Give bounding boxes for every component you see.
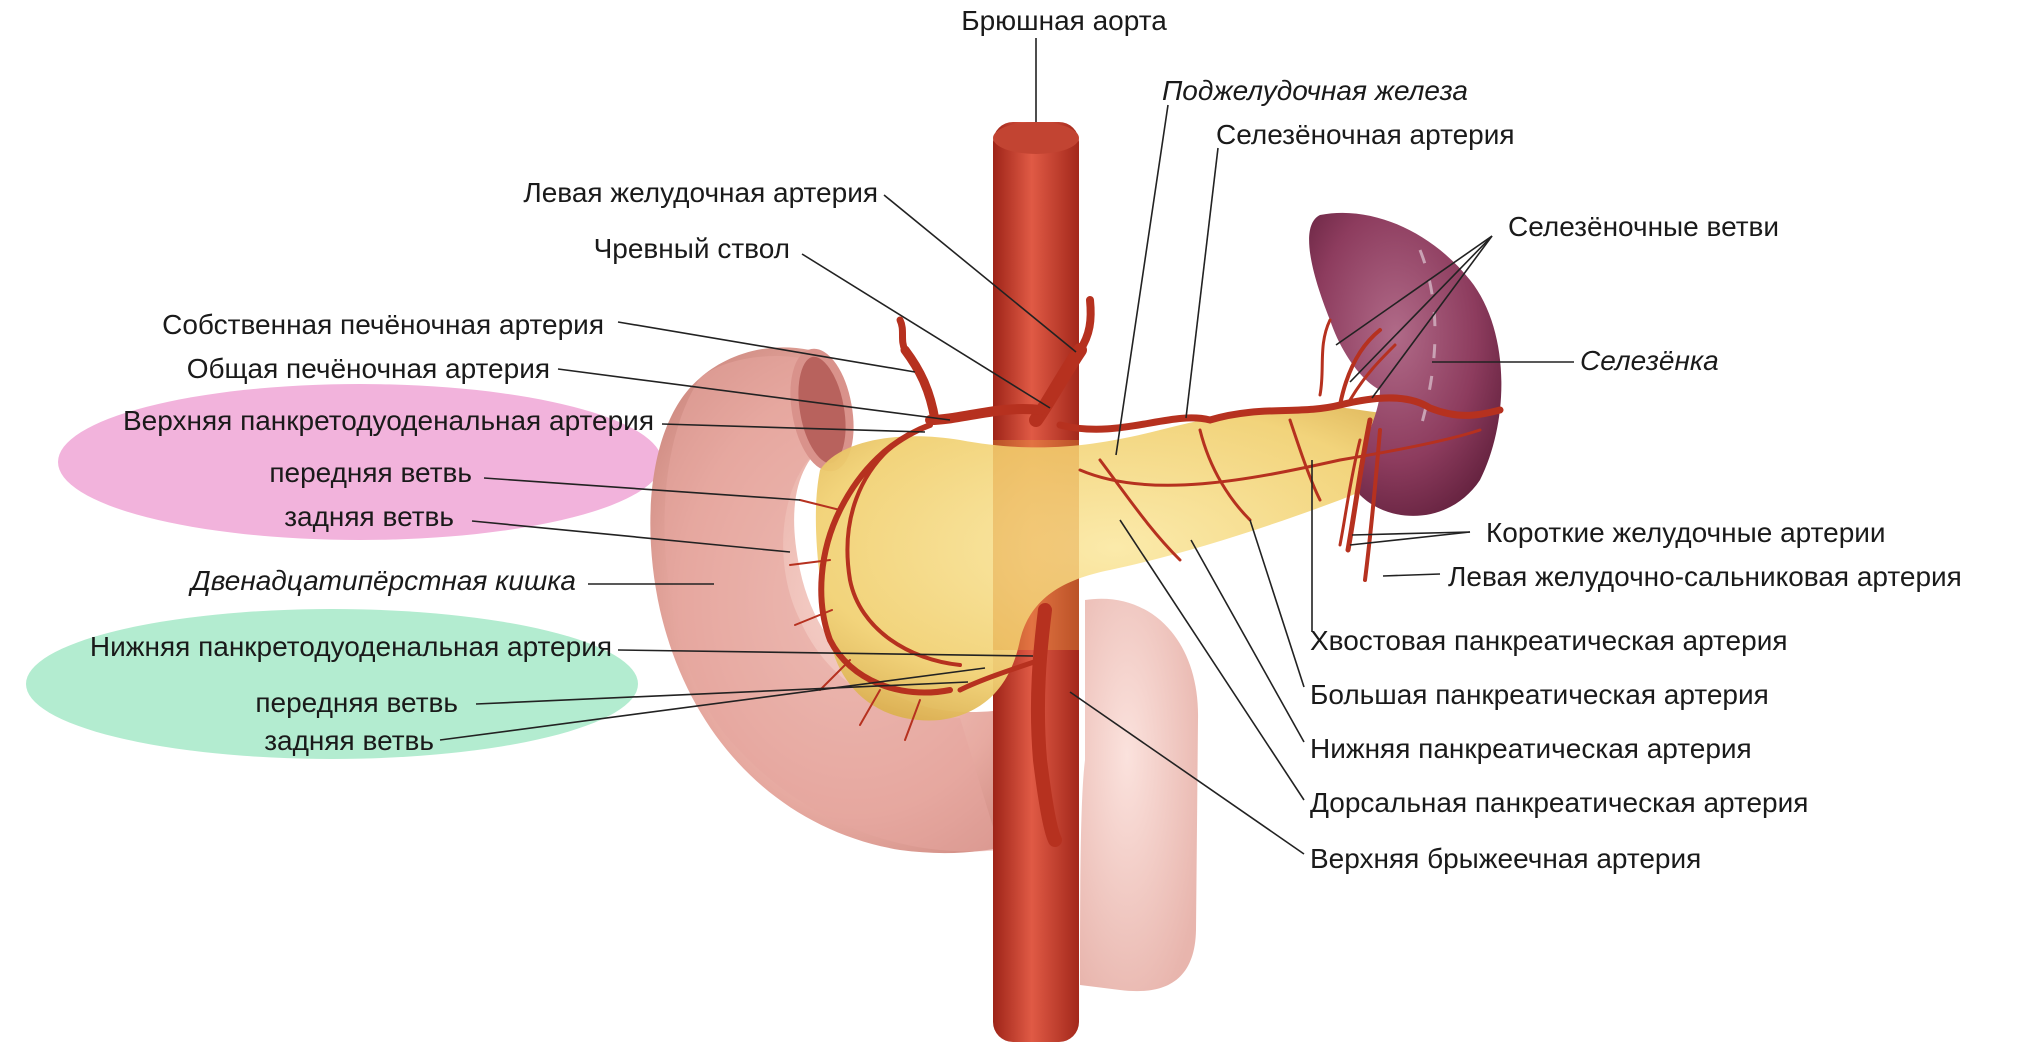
label-dorsal-pancreatic-artery: Дорсальная панкреатическая артерия [1310, 787, 1808, 818]
label-great-pancreatic-artery: Большая панкреатическая артерия [1310, 679, 1769, 710]
labels: Брюшная аорта Поджелудочная железа Селез… [90, 5, 1962, 874]
label-superior-pd-artery: Верхняя панкретодуоденальная артерия [123, 405, 654, 436]
label-inferior-pancreatic-artery: Нижняя панкреатическая артерия [1310, 733, 1752, 764]
label-sup-posterior-branch: задняя ветвь [284, 501, 454, 532]
label-inferior-pd-artery: Нижняя панкретодуоденальная артерия [90, 631, 612, 662]
pancreas-shape [815, 406, 1483, 721]
jejunum-loop [1080, 598, 1199, 992]
label-spleen: Селезёнка [1580, 345, 1719, 376]
label-superior-mesenteric-artery: Верхняя брыжеечная артерия [1310, 843, 1701, 874]
label-left-gastric-artery: Левая желудочная артерия [523, 177, 878, 208]
label-proper-hepatic-artery: Собственная печёночная артерия [162, 309, 604, 340]
label-splenic-artery: Селезёночная артерия [1216, 119, 1515, 150]
label-abdominal-aorta: Брюшная аорта [961, 5, 1167, 36]
duodenum-body [664, 356, 1000, 852]
label-pancreas: Поджелудочная железа [1162, 75, 1468, 106]
label-caudal-pancreatic-artery: Хвостовая панкреатическая артерия [1310, 625, 1788, 656]
artery-network [789, 296, 1504, 847]
label-splenic-branches: Селезёночные ветви [1508, 211, 1779, 242]
label-sup-anterior-branch: передняя ветвь [269, 457, 472, 488]
inferior-pd-highlight [26, 609, 638, 759]
label-inf-posterior-branch: задняя ветвь [264, 725, 434, 756]
label-celiac-trunk: Чревный ствол [594, 233, 790, 264]
label-left-gastroepiploic-artery: Левая желудочно-сальниковая артерия [1448, 561, 1962, 592]
label-common-hepatic-artery: Общая печёночная артерия [187, 353, 550, 384]
label-duodenum: Двенадцатипёрстная кишка [188, 565, 576, 596]
leader-lines [439, 38, 1574, 855]
superior-pd-highlight [58, 384, 662, 540]
label-short-gastric-arteries: Короткие желудочные артерии [1486, 517, 1886, 548]
label-inf-anterior-branch: передняя ветвь [255, 687, 458, 718]
